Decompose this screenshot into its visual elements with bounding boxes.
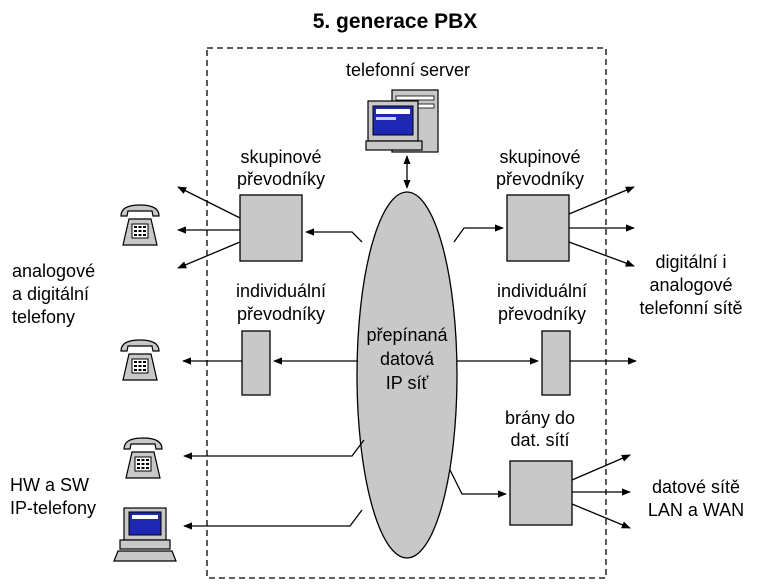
ip-network-ellipse <box>356 191 458 559</box>
computer-server-icon <box>365 89 439 153</box>
diagram-title: 5. generace PBX <box>313 10 478 33</box>
data-networks-label-1: datové sítě <box>652 477 740 497</box>
right-group-arrow-1 <box>568 186 635 215</box>
ip-phones-label-2: IP-telefony <box>10 498 96 518</box>
gateway-arrow-3 <box>571 503 631 529</box>
left-group-arrow-1 <box>177 186 241 219</box>
right-group-converter-box <box>506 194 570 262</box>
right-group-arrow-3 <box>568 241 635 267</box>
left-group-arrow-3 <box>177 241 241 269</box>
ip-phones-label-1: HW a SW <box>10 475 89 495</box>
right-individual-converters-label-1: individuální <box>497 281 587 301</box>
telephone-icon <box>120 204 160 246</box>
left-group-converters-label-1: skupinové <box>240 147 321 167</box>
networks-label-3: telefonní sítě <box>639 298 742 318</box>
pbx-boundary <box>206 47 607 579</box>
server-label: telefonní server <box>346 60 470 80</box>
gateway-box <box>509 460 573 526</box>
gateway-link <box>449 469 507 498</box>
phones-label-3: telefony <box>12 307 75 327</box>
ip-network-label-3: IP síť <box>386 373 429 393</box>
right-individual-converters-label-2: převodníky <box>498 304 586 324</box>
gateways-label-2: dat. sítí <box>510 430 569 450</box>
right-group-converters-label-1: skupinové <box>499 147 580 167</box>
telephone-icon <box>123 437 163 479</box>
telephone-icon <box>120 339 160 381</box>
left-ip-phone-link <box>183 439 365 460</box>
ip-network-label-2: datová <box>380 349 435 369</box>
phones-label-1: analogové <box>12 261 95 281</box>
right-individual-converter-box <box>541 330 571 396</box>
left-group-link <box>305 228 363 243</box>
ip-network-label-1: přepínaná <box>366 325 448 345</box>
left-individual-converter-box <box>241 330 271 396</box>
computer-icon <box>113 507 177 562</box>
left-group-converters-label-2: převodníky <box>237 169 325 189</box>
right-group-converters-label-2: převodníky <box>496 169 584 189</box>
right-group-link <box>453 224 504 243</box>
gateways-label-1: brány do <box>505 408 575 428</box>
left-individual-converters-label-2: převodníky <box>237 304 325 324</box>
left-group-converter-box <box>239 194 303 262</box>
networks-label-2: analogové <box>649 275 732 295</box>
left-individual-converters-label-1: individuální <box>236 281 326 301</box>
left-ip-pc-link <box>183 509 363 530</box>
networks-label-1: digitální i <box>655 252 726 272</box>
gateway-arrow-1 <box>571 454 631 481</box>
data-networks-label-2: LAN a WAN <box>648 500 744 520</box>
phones-label-2: a digitální <box>12 284 89 304</box>
